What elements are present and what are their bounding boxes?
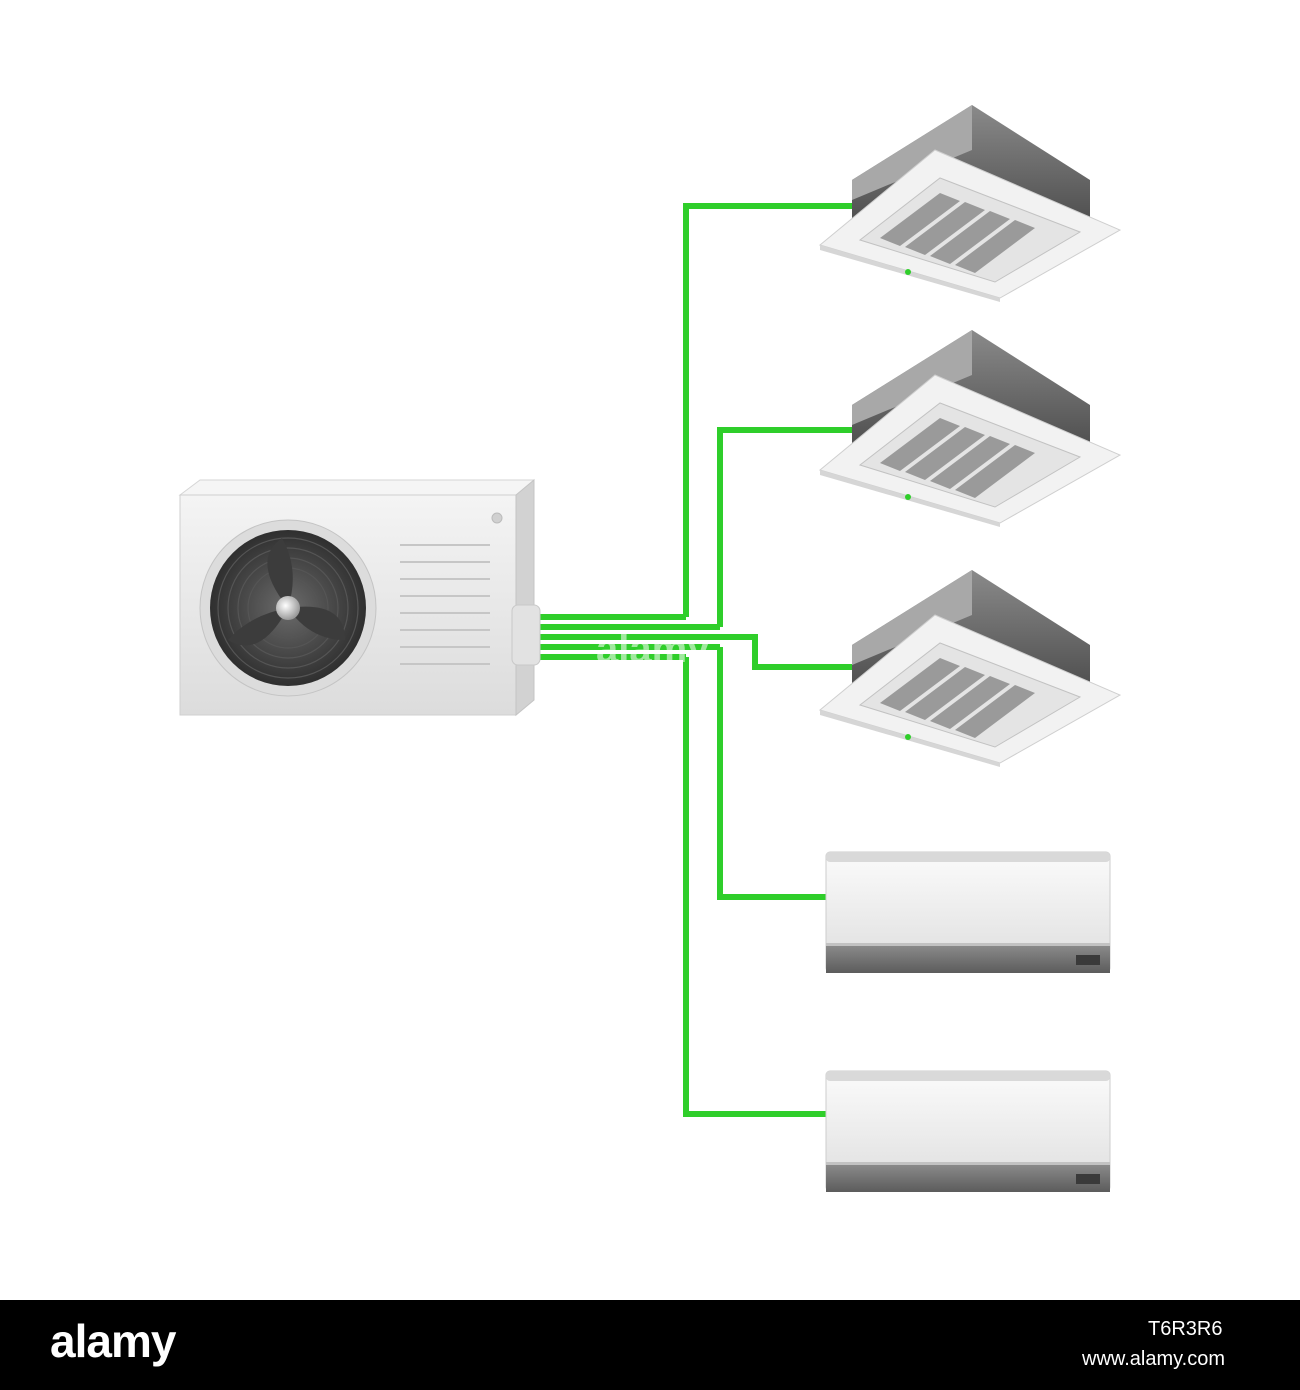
condenser-fan-icon <box>199 519 377 697</box>
wall-split-unit-2 <box>825 1070 1111 1192</box>
ceiling-cassette-icon <box>818 105 1122 302</box>
image-id: T6R3R6 <box>1148 1318 1223 1340</box>
ceiling-cassette-unit-3 <box>818 570 1122 767</box>
ceiling-cassette-unit-1 <box>818 105 1122 302</box>
wall-split-unit-1 <box>825 851 1111 973</box>
watermark-text: alamy <box>596 627 710 671</box>
ceiling-cassette-icon <box>818 570 1122 767</box>
pipe-branch-cassette-1 <box>683 203 852 617</box>
wall-split-ac-icon <box>825 851 1111 973</box>
pipe-branch-cassette-3 <box>745 634 852 670</box>
pipe-branch-wall-2 <box>683 657 828 1117</box>
hvac-multi-split-diagram: alamy <box>178 105 1122 1192</box>
ceiling-cassette-unit-2 <box>818 330 1122 527</box>
outdoor-vent-louvers <box>400 544 490 665</box>
outdoor-condenser-unit <box>178 478 541 717</box>
pipe-branch-wall-1 <box>717 647 828 900</box>
wall-split-ac-icon <box>825 1070 1111 1192</box>
ceiling-cassette-icon <box>818 330 1122 527</box>
footer-url: www.alamy.com <box>1082 1348 1225 1370</box>
refrigerant-pipes <box>540 203 852 1117</box>
footer-logo: alamy <box>50 1315 176 1367</box>
pipe-branch-cassette-2 <box>717 427 852 627</box>
footer-bar: alamy T6R3R6 www.alamy.com <box>0 1300 1300 1390</box>
